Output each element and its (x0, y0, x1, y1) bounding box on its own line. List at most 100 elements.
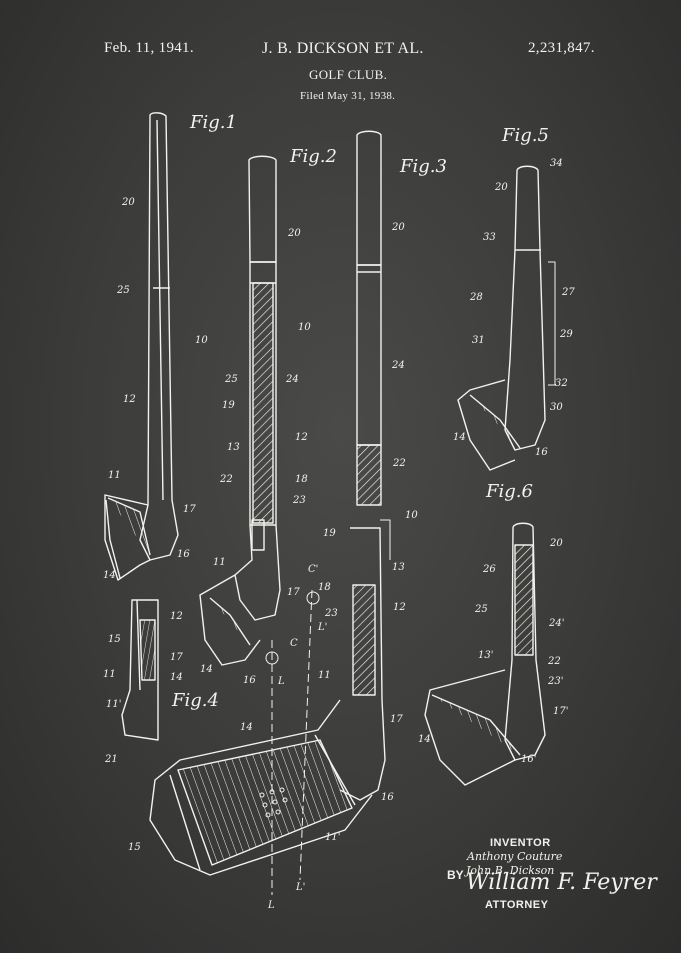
reference-numeral: 16 (177, 549, 190, 560)
fig1-label: Fig.1 (189, 112, 237, 133)
reference-numeral: 19 (222, 400, 235, 411)
reference-numeral: L (277, 676, 285, 687)
reference-numeral: 19 (323, 528, 336, 539)
reference-numeral: C (290, 638, 298, 649)
reference-numeral: 14 (103, 570, 116, 581)
reference-numeral: L (267, 900, 275, 911)
fig6-label: Fig.6 (485, 481, 533, 502)
reference-numeral: 15 (128, 842, 141, 853)
figure-4-detail (121, 599, 159, 741)
reference-numeral: 11 (108, 470, 121, 481)
reference-numeral: 25 (116, 285, 130, 296)
reference-numeral: 27 (561, 287, 575, 298)
reference-numeral: 16 (243, 675, 256, 686)
reference-numeral: 30 (550, 402, 563, 413)
reference-numeral: 12 (123, 394, 136, 405)
reference-numeral: 20 (121, 197, 135, 208)
reference-numeral: 32 (555, 378, 568, 389)
reference-numeral: 25 (474, 604, 488, 615)
fig2-label: Fig.2 (289, 146, 337, 167)
reference-numeral: 11' (106, 699, 121, 710)
reference-numeral: 20 (391, 222, 405, 233)
reference-numeral: 14 (200, 664, 213, 675)
fig1-reference-numerals: 20 25 10 12 11 17 16 14 (103, 197, 208, 581)
fig4-reference-numerals: 12 15 17 11 14 11' 21 (103, 611, 183, 765)
figure-1-club (104, 112, 179, 581)
figure-3-club (149, 130, 391, 895)
reference-numeral: 24 (391, 360, 405, 371)
inventor-name-2: John B. Dickson (466, 864, 555, 877)
reference-numeral: 29 (559, 329, 573, 340)
reference-numeral: 34 (550, 158, 563, 169)
reference-numeral: 17 (390, 714, 403, 725)
reference-numeral: 13 (392, 562, 405, 573)
reference-numeral: 24 (285, 374, 299, 385)
reference-numeral: 23 (324, 608, 338, 619)
inventor-name-1: Anthony Couture (467, 850, 563, 863)
reference-numeral: 17 (183, 504, 196, 515)
patent-subject: GOLF CLUB. (309, 67, 388, 82)
fig6-reference-numerals: 20 26 25 24' 13' 22 23' 14' 17' 16' (418, 538, 568, 765)
fig3-label: Fig.3 (399, 156, 447, 177)
patent-inventors: J. B. DICKSON ET AL. (262, 40, 424, 57)
reference-numeral: 25 (224, 374, 238, 385)
fig4-label: Fig.4 (171, 690, 219, 711)
reference-numeral: 10 (405, 510, 418, 521)
reference-numeral: 15 (108, 634, 121, 645)
reference-numeral: 31 (472, 335, 485, 346)
reference-numeral: 28 (469, 292, 483, 303)
reference-numeral: 14 (453, 432, 466, 443)
reference-numeral: C' (308, 564, 318, 575)
reference-numeral: 24' (548, 618, 564, 629)
reference-numeral: 22 (547, 656, 561, 667)
reference-numeral: 17' (553, 706, 568, 717)
reference-numeral: 22 (219, 474, 233, 485)
filed-date: Filed May 31, 1938. (300, 90, 396, 102)
reference-numeral: 11' (325, 832, 340, 843)
patent-date: Feb. 11, 1941. (104, 40, 194, 56)
reference-numeral: L' (317, 622, 327, 633)
figure-2-club (199, 155, 281, 666)
figure-5-club (457, 165, 556, 471)
fig5-label: Fig.5 (501, 125, 549, 146)
reference-numeral: L' (295, 882, 305, 893)
reference-numeral: 13 (227, 442, 240, 453)
reference-numeral: 23 (292, 495, 306, 506)
fig2-reference-numerals: 20 10 25 24 19 12 13 22 18 23 11 17 14 1… (200, 228, 311, 686)
reference-numeral: 20 (287, 228, 301, 239)
reference-numeral: 12 (393, 602, 406, 613)
reference-numeral: 26 (482, 564, 496, 575)
reference-numeral: 13' (478, 650, 493, 661)
reference-numeral: 14 (170, 672, 183, 683)
attorney-label: ATTORNEY (485, 899, 549, 911)
reference-numeral: 22 (392, 458, 406, 469)
reference-numeral: 11 (103, 669, 116, 680)
reference-numeral: 11 (318, 670, 331, 681)
fig3-reference-numerals: 20 24 22 10 19 13 18 12 23 11 17 14 16 1… (128, 222, 418, 911)
reference-numeral: 14 (240, 722, 253, 733)
reference-numeral: 18 (318, 582, 331, 593)
reference-numeral: 11 (213, 557, 226, 568)
reference-numeral: 23' (547, 676, 563, 687)
inventor-label: INVENTOR (490, 837, 551, 849)
reference-numeral: 14' (418, 734, 433, 745)
reference-numeral: 16 (381, 792, 394, 803)
reference-numeral: 18 (295, 474, 308, 485)
reference-numeral: 21 (104, 754, 118, 765)
reference-numeral: 33 (483, 232, 496, 243)
reference-numeral: 12 (295, 432, 308, 443)
reference-numeral: 16' (521, 754, 536, 765)
attorney-signature: William F. Feyrer (466, 870, 657, 895)
reference-numeral: 12 (170, 611, 183, 622)
figure-6-club (424, 522, 546, 786)
reference-numeral: 20 (549, 538, 563, 549)
reference-numeral: 10 (298, 322, 311, 333)
reference-numeral: 16 (535, 447, 548, 458)
reference-numeral: 10 (195, 335, 208, 346)
reference-numeral: 20 (494, 182, 508, 193)
fig5-reference-numerals: 34 20 33 27 28 29 31 32 30 14 16 (453, 158, 575, 458)
reference-numeral: 17 (287, 587, 300, 598)
reference-numeral: 17 (170, 652, 183, 663)
by-label: BY (447, 868, 464, 882)
